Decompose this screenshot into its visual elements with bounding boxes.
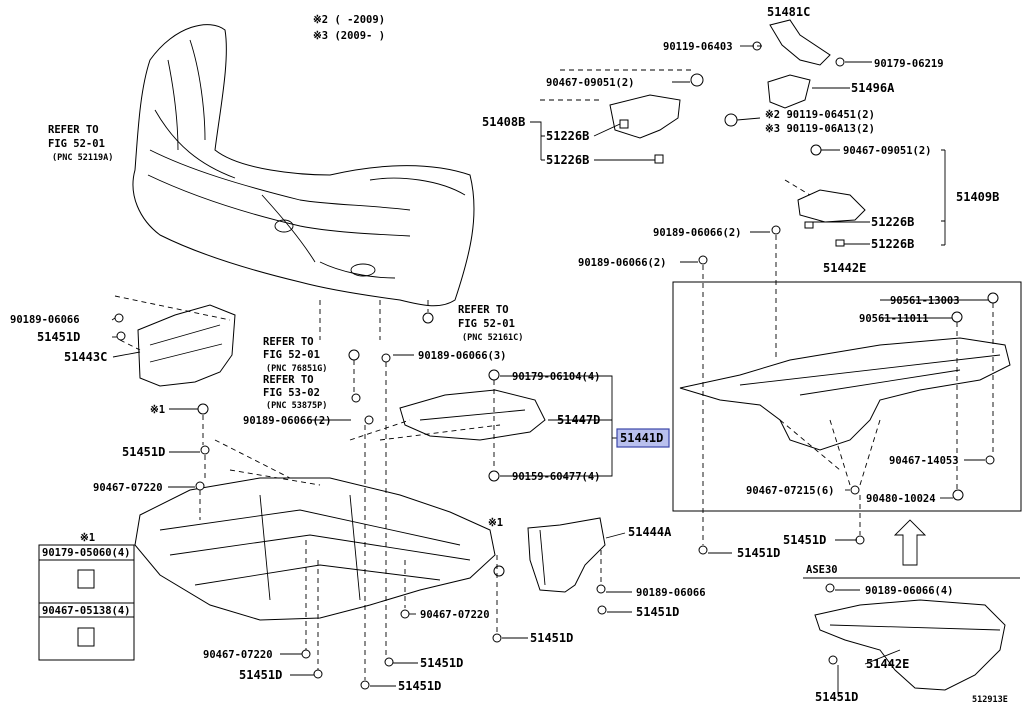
label-90189-06066-3: 90189-06066(3) [418, 350, 507, 362]
detail-box-51442E [672, 281, 1022, 512]
label-90467-07220-mid: 90467-07220 [420, 609, 490, 621]
refer-mid-line4: REFER TO [263, 374, 314, 386]
assembly-lines [114, 69, 994, 680]
refer-right-line3: (PNC 52161C) [462, 333, 523, 343]
label-51226B-1: 51226B [546, 129, 589, 143]
label-90119-06A13: ※3 90119-06A13(2) [765, 123, 875, 135]
refer-right-line2: FIG 52-01 [458, 318, 515, 330]
part-51409B [797, 189, 866, 223]
part-51496A [767, 74, 811, 109]
refer-front-line3: (PNC 52119A) [52, 153, 113, 163]
note-end: ※3 (2009- ) [313, 30, 385, 42]
label-51481C: 51481C [767, 5, 810, 19]
part-51441D [134, 477, 496, 621]
label-51451D-right1: 51451D [783, 533, 826, 547]
label-51451D-mid2: 51451D [530, 631, 573, 645]
refer-mid-line2: FIG 52-01 [263, 349, 320, 361]
mark-1-left: ※1 [150, 404, 165, 416]
label-90467-09051-right: 90467-09051(2) [843, 145, 932, 157]
label-90189-06066-left: 90189-06066 [10, 314, 80, 326]
label-90159-60477: 90159-60477(4) [512, 471, 601, 483]
legend-box [38, 544, 135, 661]
label-90179-06104: 90179-06104(4) [512, 371, 601, 383]
part-51447D [399, 389, 546, 441]
label-51451D-mid1: 51451D [636, 605, 679, 619]
label-51451D-left1: 51451D [37, 330, 80, 344]
refer-mid-line6: (PNC 53875P) [266, 401, 327, 411]
label-51441D: 51441D [620, 431, 663, 445]
legend-item1: 90179-05060(4) [42, 547, 131, 559]
label-90179-06219: 90179-06219 [874, 58, 944, 70]
label-51409B: 51409B [956, 190, 999, 204]
refer-front-line1: REFER TO [48, 124, 99, 136]
legend-item2: 90467-05138(4) [42, 605, 131, 617]
note-start: ※2 ( -2009) [313, 14, 385, 26]
label-90561-13003: 90561-13003 [890, 295, 960, 307]
label-90189-06066-4: 90189-06066(4) [865, 585, 954, 597]
label-51451D-bottom2: 51451D [239, 668, 282, 682]
label-90189-06066-single: 90189-06066 [636, 587, 706, 599]
part-51444A [527, 517, 606, 593]
label-51451D-bottom1: 51451D [420, 656, 463, 670]
refer-front-line2: FIG 52-01 [48, 138, 105, 150]
label-90467-09051-top: 90467-09051(2) [546, 77, 635, 89]
label-51226B-4: 51226B [871, 237, 914, 251]
label-51451D-bottom3: 51451D [398, 679, 441, 693]
label-90467-07220-bottom: 90467-07220 [203, 649, 273, 661]
label-90119-06403: 90119-06403 [663, 41, 733, 53]
labels: ※2 ( -2009) ※3 (2009- ) REFER TO FIG 52-… [10, 5, 1008, 705]
label-51443C: 51443C [64, 350, 107, 364]
label-51408B: 51408B [482, 115, 525, 129]
refer-mid-line3: (PNC 76851G) [266, 364, 327, 374]
label-90119-06451: ※2 90119-06451(2) [765, 109, 875, 121]
label-51447D: 51447D [557, 413, 600, 427]
part-51443C [137, 304, 236, 387]
legend-mark: ※1 [80, 532, 95, 544]
part-51442E [679, 337, 1011, 451]
up-arrow [893, 519, 927, 566]
part-51481C [769, 19, 831, 66]
label-90189-06066-2c: 90189-06066(2) [243, 415, 332, 427]
label-90561-11011: 90561-11011 [859, 313, 929, 325]
label-51444A: 51444A [628, 525, 672, 539]
label-90189-06066-2a: 90189-06066(2) [653, 227, 742, 239]
label-90189-06066-2b: 90189-06066(2) [578, 257, 667, 269]
label-51451D-right2: 51451D [737, 546, 780, 560]
label-51451D-ase: 51451D [815, 690, 858, 704]
label-90467-14053: 90467-14053 [889, 455, 959, 467]
label-51442E-bottom: 51442E [866, 657, 909, 671]
refer-mid-line5: FIG 53-02 [263, 387, 320, 399]
label-90467-07215: 90467-07215(6) [746, 485, 835, 497]
label-ase30: ASE30 [806, 564, 838, 576]
label-51226B-3: 51226B [871, 215, 914, 229]
label-51496A: 51496A [851, 81, 895, 95]
mark-1-mid: ※1 [488, 517, 503, 529]
refer-mid-line1: REFER TO [263, 336, 314, 348]
part-51408B [609, 94, 681, 139]
figure-code: 512913E [972, 695, 1008, 705]
label-51451D-left2: 51451D [122, 445, 165, 459]
label-51226B-2: 51226B [546, 153, 589, 167]
refer-right-line1: REFER TO [458, 304, 509, 316]
label-90467-07220-left: 90467-07220 [93, 482, 163, 494]
leader-lines [111, 45, 988, 694]
front-bumper [132, 24, 475, 307]
label-51442E-top: 51442E [823, 261, 866, 275]
part-51442E-ase30 [814, 599, 1006, 691]
label-90480-10024: 90480-10024 [866, 493, 936, 505]
highlight-51441D [616, 428, 670, 448]
